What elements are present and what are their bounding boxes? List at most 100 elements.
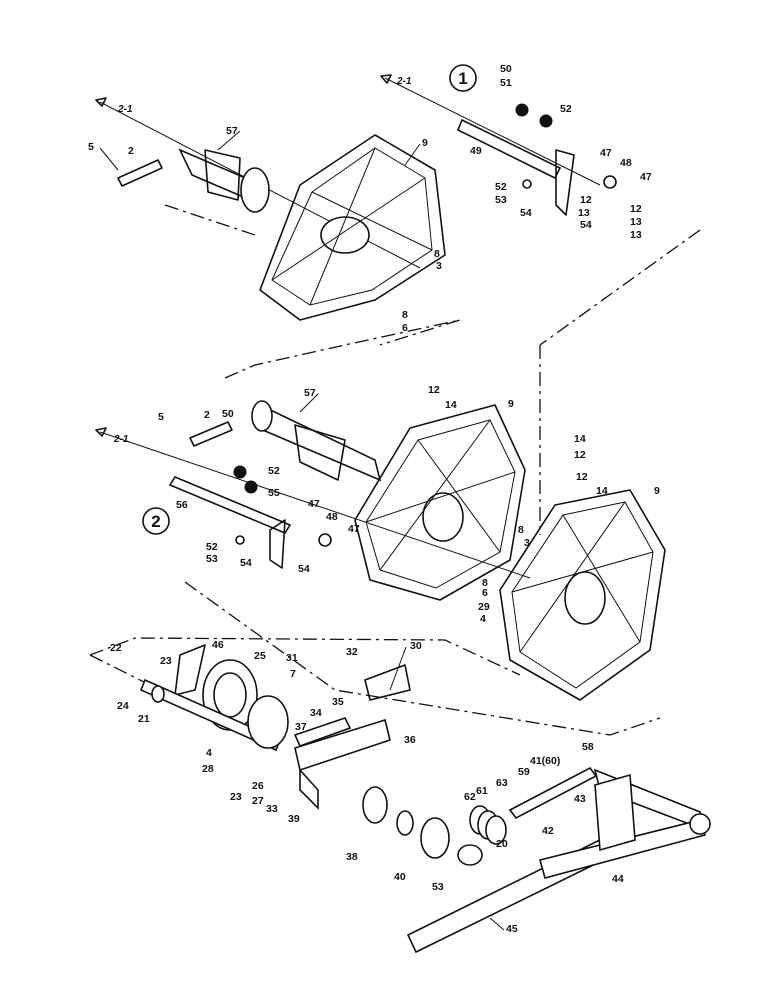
spoke <box>379 419 491 571</box>
part-label: 57 <box>226 125 238 137</box>
part-label: 8 <box>518 524 524 536</box>
hub-57-end <box>240 167 270 213</box>
part-55 <box>244 480 258 494</box>
part-label: 7 <box>290 668 296 680</box>
spoke <box>311 191 433 251</box>
connector <box>164 204 256 236</box>
part-52-middle <box>233 465 247 479</box>
bracket-2 <box>117 159 163 187</box>
view-2-marker: 2 <box>142 507 170 535</box>
part-52 <box>539 114 553 128</box>
part-label: 58 <box>582 741 594 753</box>
connector <box>89 637 521 676</box>
part-label: 9 <box>422 137 428 149</box>
view-2-arrow-icon <box>95 427 107 437</box>
view-1-right-axis <box>384 77 601 186</box>
view-2-axis-line <box>99 431 531 579</box>
knob-20 <box>457 844 483 866</box>
part-label: 46 <box>212 639 224 651</box>
part-label: 47 <box>348 523 360 535</box>
part-label: 43 <box>574 793 586 805</box>
arm-54-middle <box>269 519 286 569</box>
reel-frame-9-right <box>499 489 666 701</box>
part-label: 26 <box>252 780 264 792</box>
part-label: 42 <box>542 825 554 837</box>
plate-46 <box>174 644 206 696</box>
reel-frame-9-top <box>259 134 446 321</box>
part-label: 55 <box>268 487 280 499</box>
spoke <box>562 514 641 643</box>
part-label: 13 <box>630 216 642 228</box>
part-label: 50 <box>222 408 234 420</box>
part-label: 49 <box>470 145 482 157</box>
part-label: 34 <box>310 707 322 719</box>
view-2-assembly <box>95 319 666 701</box>
part-label: 23 <box>230 791 242 803</box>
spoke <box>519 501 626 653</box>
part-label: 62 <box>464 791 476 803</box>
view-1-assembly <box>95 74 701 535</box>
part-label: 53 <box>206 553 218 565</box>
part-label: 5 <box>88 141 94 153</box>
part-label: 53 <box>495 194 507 206</box>
part-label: 14 <box>596 485 608 497</box>
part-label: 27 <box>252 795 264 807</box>
part-label: 12 <box>580 194 592 206</box>
part-label: 47 <box>308 498 320 510</box>
part-label: 52 <box>268 465 280 477</box>
part-label: 37 <box>295 721 307 733</box>
part-48 <box>603 175 617 189</box>
bracket-2-middle <box>189 421 233 447</box>
view-1-arrow-icon <box>95 97 107 107</box>
part-label: 3 <box>524 537 530 549</box>
part-label: 29 <box>478 601 490 613</box>
part-label: 36 <box>404 734 416 746</box>
spoke <box>309 147 376 306</box>
part-48-middle <box>318 533 332 547</box>
disk-26 <box>247 695 289 749</box>
connector <box>224 319 461 379</box>
part-label: 2 <box>204 409 210 421</box>
part-label: 38 <box>346 851 358 863</box>
part-label: 4 <box>206 747 212 759</box>
view-1-number: 1 <box>458 69 467 88</box>
part-label: 14 <box>574 433 586 445</box>
part-label: 53 <box>432 881 444 893</box>
spoke <box>271 177 426 281</box>
part-label: 59 <box>518 766 530 778</box>
sprocket-37 <box>293 717 352 748</box>
part-21 <box>151 685 165 703</box>
drive-shaft <box>139 678 282 752</box>
part-label: 8 <box>402 309 408 321</box>
part-label: 54 <box>520 207 532 219</box>
part-label: 35 <box>332 696 344 708</box>
part-label: 54 <box>580 219 592 231</box>
part-label: 24 <box>117 700 129 712</box>
frame-end <box>689 813 711 835</box>
connector <box>539 229 701 346</box>
leader-lines <box>99 130 505 931</box>
part-label: 32 <box>346 646 358 658</box>
part-labels: 50 51 52 47 48 47 49 52 53 12 13 54 13 5… <box>88 63 660 935</box>
part-label: 20 <box>496 838 508 850</box>
part-label: 12 <box>630 203 642 215</box>
spoke <box>365 471 516 523</box>
part-label: 9 <box>654 485 660 497</box>
ref-tag: 2-1 <box>117 104 133 115</box>
part-label: 40 <box>394 871 406 883</box>
part-label: 9 <box>508 398 514 410</box>
part-label: 12 <box>574 449 586 461</box>
part-label: 2 <box>128 145 134 157</box>
reel-9-right-hub <box>564 571 606 625</box>
spoke <box>511 551 654 593</box>
part-label: 41(60) <box>530 755 560 767</box>
part-label: 57 <box>304 387 316 399</box>
tube-33-end <box>299 767 319 810</box>
part-label: 6 <box>482 587 488 599</box>
frame-block <box>594 773 636 852</box>
part-label: 23 <box>160 655 172 667</box>
part-label: 52 <box>206 541 218 553</box>
part-label: 21 <box>138 713 150 725</box>
part-label: 51 <box>500 77 512 89</box>
